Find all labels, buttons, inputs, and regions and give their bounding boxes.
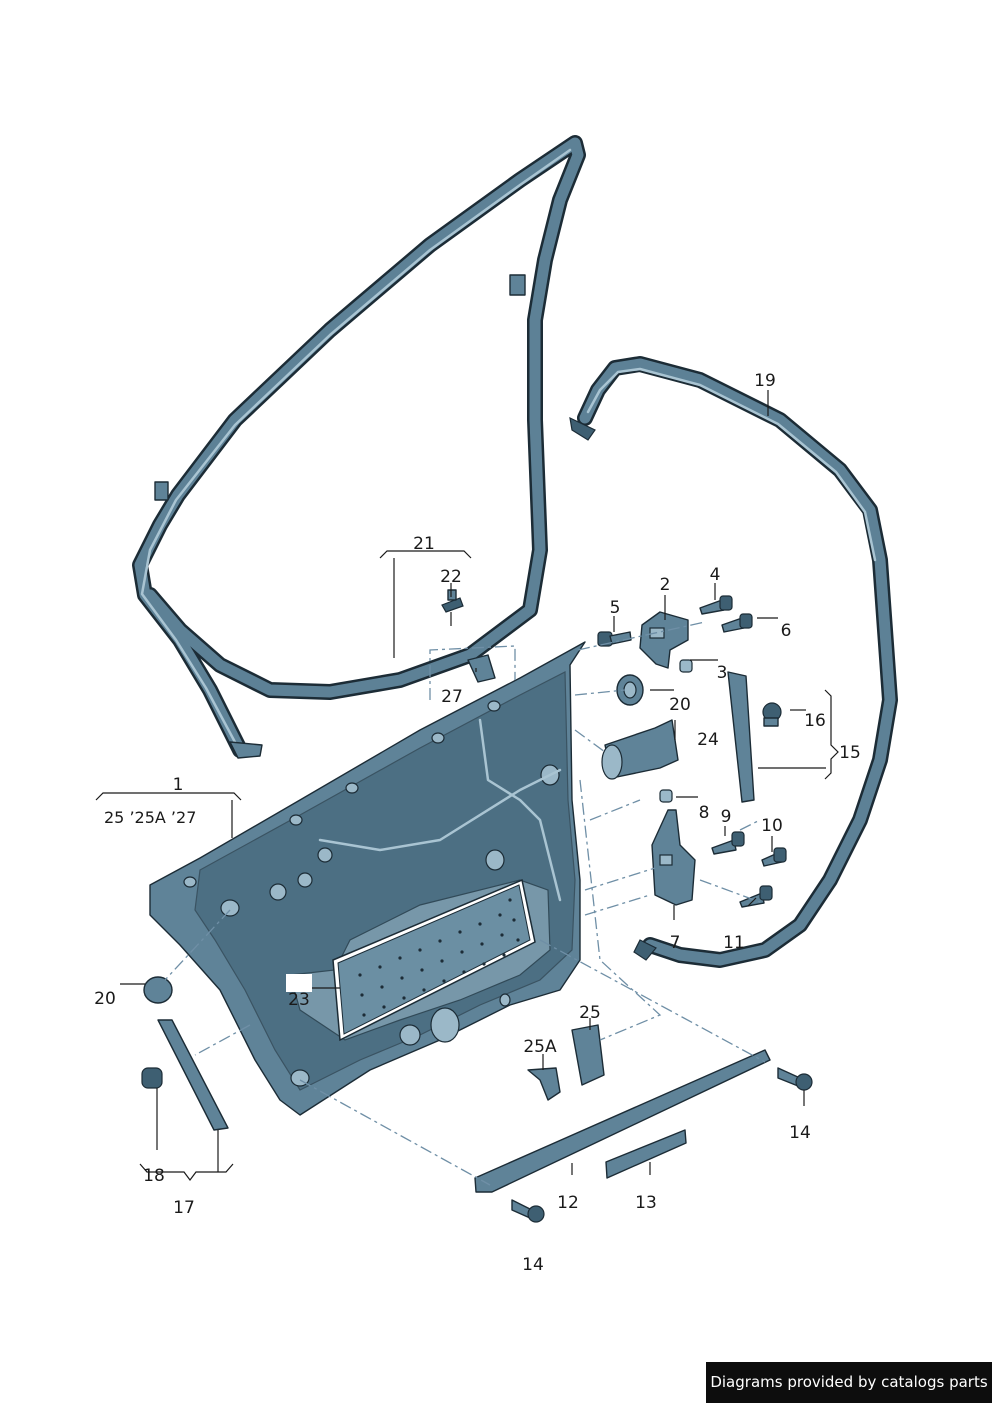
leader-lines — [95, 390, 839, 1181]
callout-16: 16 — [804, 711, 826, 731]
clip-18 — [141, 1067, 163, 1089]
callout-21: 21 — [413, 534, 435, 554]
callout-27: 27 — [441, 687, 463, 707]
grommet-24 — [601, 719, 679, 780]
door-shell-holes — [183, 700, 560, 1087]
upper-hinge — [639, 611, 689, 669]
callout-9: 9 — [721, 807, 732, 827]
credit-banner: Diagrams provided by catalogs parts — [706, 1362, 992, 1403]
assembly-lines — [164, 621, 766, 1186]
callout-14-bottom: 14 — [522, 1255, 544, 1275]
bolt-14-bottom — [511, 1199, 545, 1223]
cap-20-upper — [616, 674, 644, 706]
callout-18: 18 — [143, 1166, 165, 1186]
callout-6: 6 — [781, 621, 792, 641]
sill-strip-12 — [474, 1049, 771, 1193]
callout-13: 13 — [635, 1193, 657, 1213]
callout-1-subparts: 25 ’25A ’27 — [104, 808, 196, 827]
callout-8: 8 — [699, 803, 710, 823]
callout-12: 12 — [557, 1193, 579, 1213]
callout-4: 4 — [710, 565, 721, 585]
cap-20-lower — [143, 976, 173, 1004]
bolt-6 — [721, 613, 753, 633]
outer-door-seal — [569, 356, 898, 968]
callout-10: 10 — [761, 816, 783, 836]
callout-25: 25 — [579, 1003, 601, 1023]
trim-strip-15 — [727, 671, 755, 803]
trim-strip-17 — [157, 1019, 229, 1131]
callout-20-lower: 20 — [94, 989, 116, 1009]
callout-2: 2 — [660, 575, 671, 595]
callout-3: 3 — [717, 663, 728, 683]
lower-hinge-7 — [651, 809, 696, 906]
callout-23: 23 — [288, 990, 310, 1010]
callout-11: 11 — [723, 933, 745, 953]
callout-20-upper: 20 — [669, 695, 691, 715]
bracket-25 — [571, 1024, 605, 1086]
bolt-5 — [597, 631, 632, 647]
callout-24: 24 — [697, 730, 719, 750]
bracket-25A — [527, 1067, 561, 1101]
callout-25A: 25A — [523, 1037, 557, 1057]
callout-19: 19 — [754, 371, 776, 391]
callout-14-right: 14 — [789, 1123, 811, 1143]
door-frame-seal — [132, 135, 586, 759]
clip-16 — [762, 702, 782, 727]
callout-17: 17 — [173, 1198, 195, 1218]
bolt-9 — [711, 831, 745, 855]
callout-15: 15 — [839, 743, 861, 763]
callout-1: 1 — [173, 775, 184, 795]
bolt-14-right — [777, 1067, 813, 1091]
clip-22 — [441, 589, 464, 613]
callout-22: 22 — [440, 567, 462, 587]
cap-8 — [659, 789, 673, 803]
insulation-panel — [332, 878, 536, 1042]
bolt-4 — [699, 595, 733, 615]
credit-text: Diagrams provided by catalogs parts — [710, 1373, 988, 1391]
bracket-27 — [467, 654, 496, 683]
bolt-11 — [739, 885, 773, 908]
callout-5: 5 — [610, 598, 621, 618]
bolt-10 — [761, 847, 787, 867]
nut-3 — [679, 659, 693, 673]
callout-7: 7 — [670, 933, 681, 953]
callout-labels: 1 25 ’25A ’27 2 3 4 5 6 7 8 9 10 11 12 1… — [94, 371, 861, 1275]
strip-13 — [605, 1129, 687, 1179]
